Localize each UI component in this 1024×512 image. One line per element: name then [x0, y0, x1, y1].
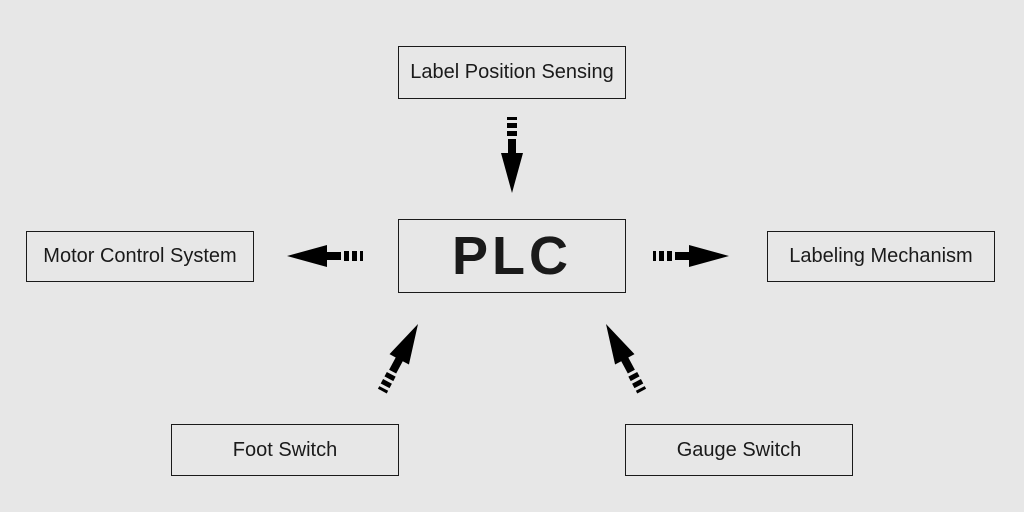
- arrow-plc-to-labeling: [653, 245, 729, 267]
- arrow-sensing-to-plc: [501, 117, 523, 193]
- label-position-sensing-label: Label Position Sensing: [410, 61, 614, 83]
- labeling-mechanism-box: Labeling Mechanism: [767, 231, 995, 282]
- plc-label: PLC: [452, 226, 572, 286]
- gauge-switch-box: Gauge Switch: [625, 424, 853, 476]
- arrow-gauge-to-plc: [596, 318, 652, 397]
- label-position-sensing-box: Label Position Sensing: [398, 46, 626, 99]
- motor-control-system-box: Motor Control System: [26, 231, 254, 282]
- foot-switch-box: Foot Switch: [171, 424, 399, 476]
- plc-box: PLC: [398, 219, 626, 293]
- labeling-mechanism-label: Labeling Mechanism: [789, 245, 973, 267]
- motor-control-system-label: Motor Control System: [43, 245, 237, 267]
- arrow-foot-to-plc: [372, 318, 428, 397]
- foot-switch-label: Foot Switch: [232, 438, 338, 461]
- gauge-switch-label: Gauge Switch: [676, 438, 802, 461]
- arrow-plc-to-motor: [287, 245, 363, 267]
